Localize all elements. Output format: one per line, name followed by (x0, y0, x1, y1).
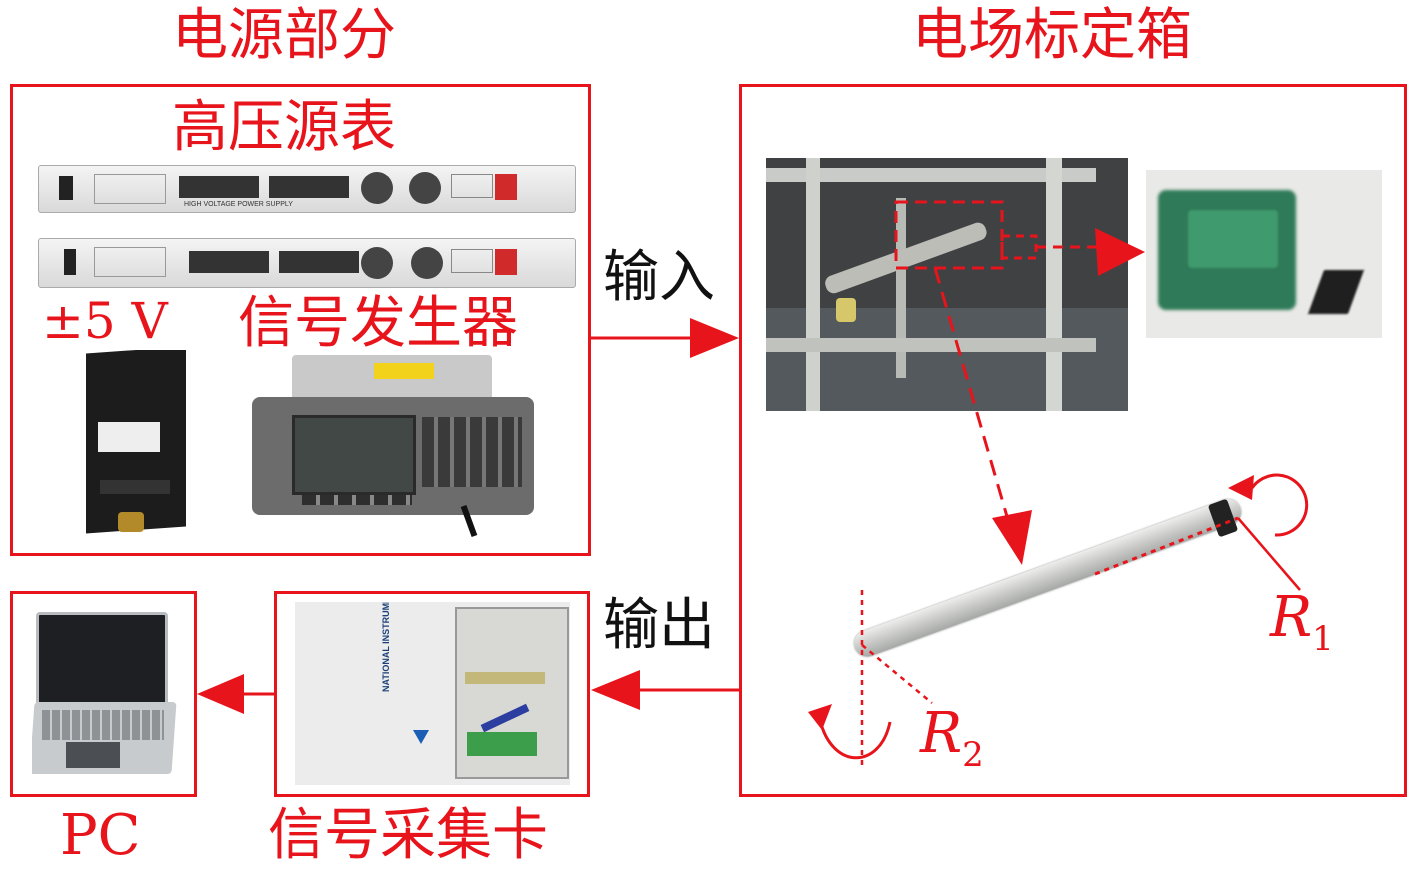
hv-power-supply-unit-1: HIGH VOLTAGE POWER SUPPLY (38, 165, 576, 213)
r2-subscript: 2 (962, 735, 984, 775)
power-supply-icon (78, 350, 190, 540)
sensor-highlight-box (1000, 234, 1038, 260)
daq-card-label: 信号采集卡 (268, 803, 548, 868)
pm5v-label: ±5 V (42, 292, 168, 350)
calibration-section-box (739, 84, 1407, 797)
signal-generator-icon (252, 355, 538, 540)
r1-axis-dotted-line (1094, 516, 1239, 576)
power-section-title: 电源部分 (172, 3, 396, 68)
probe-highlight-box (894, 200, 1004, 270)
r1-main: R (1270, 585, 1313, 650)
calibration-section-title: 电场标定箱 (912, 3, 1192, 68)
to-closeup-arrowhead (1095, 228, 1145, 276)
r1-rotation-arrowhead (1228, 475, 1254, 500)
r2-label: R2 (920, 706, 984, 775)
r1-pointer-line (1237, 517, 1301, 591)
input-arrow-label: 输入 (603, 245, 715, 310)
hv-power-supply-unit-2 (38, 238, 576, 288)
calibration-chamber-photo (766, 158, 1128, 411)
output-arrow-label: 输出 (603, 593, 715, 658)
hv-supply-label-text: HIGH VOLTAGE POWER SUPPLY (184, 201, 293, 208)
output-arrowhead (591, 670, 640, 710)
r2-main: R (920, 701, 963, 766)
to-probe-dashed-line (933, 267, 1010, 521)
r1-subscript: 1 (1312, 619, 1334, 659)
power-section-box (10, 84, 591, 556)
daq-card-icon: NATIONAL INSTRUMENTS (295, 602, 570, 785)
signal-generator-label: 信号发生器 (238, 291, 518, 356)
to-probe-arrowhead (992, 510, 1032, 565)
input-arrowhead (690, 318, 739, 358)
pc-label: PC (60, 803, 141, 868)
r1-rotation-arc (1250, 473, 1309, 537)
laptop-icon (32, 610, 182, 775)
r2-rotation-arrowhead (808, 704, 832, 730)
r2-axis-dotted-line (861, 644, 933, 704)
daq-to-pc-arrowhead (197, 674, 244, 714)
pc-box (10, 591, 197, 797)
r1-label: R1 (1270, 590, 1334, 659)
hv-meter-label: 高压源表 (172, 95, 396, 160)
sensor-closeup-photo (1146, 170, 1382, 338)
r2-rotation-arc (818, 719, 892, 760)
daq-card-box (274, 591, 590, 797)
